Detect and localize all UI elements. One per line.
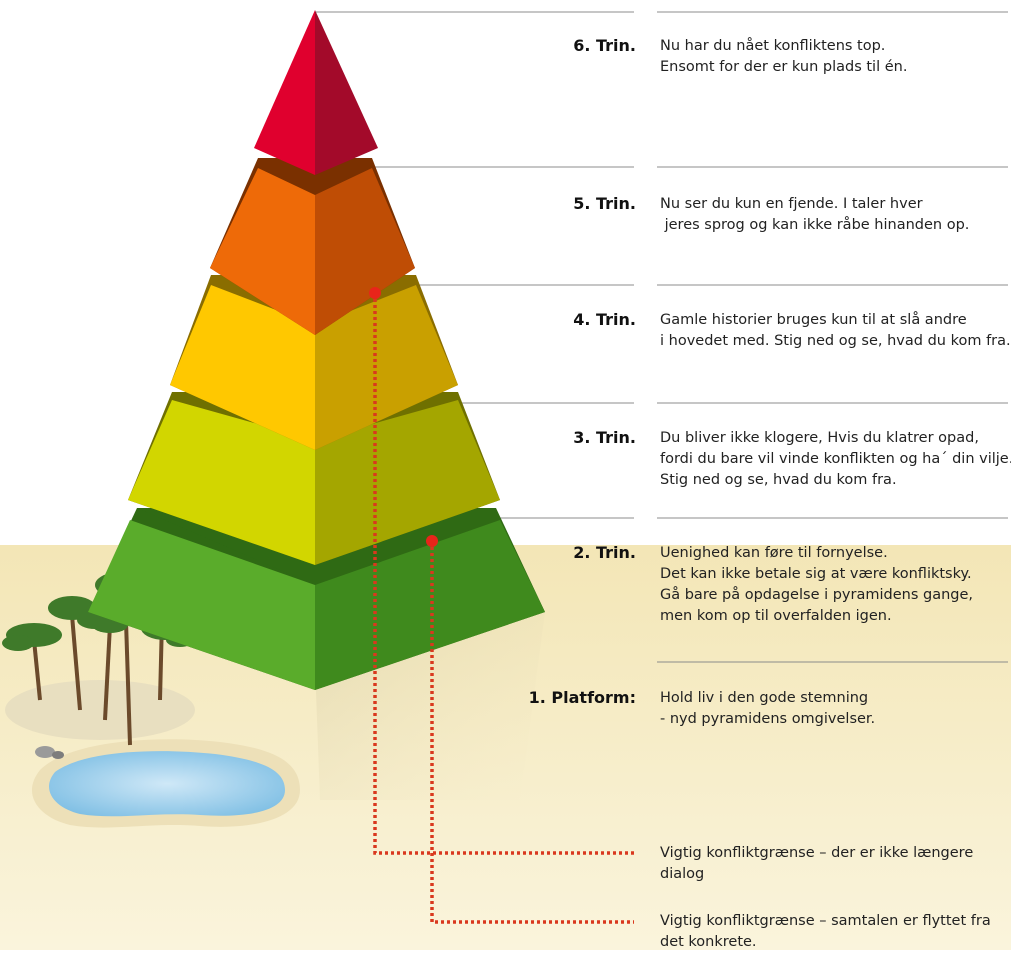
tier-1-description: Hold liv i den gode stemning - nyd pyram… (660, 690, 876, 727)
leader-lines-right (657, 11, 1008, 663)
boundary-upper-text: Vigtig konfliktgrænse – der er ikke læng… (660, 845, 974, 882)
grass-patch (5, 680, 195, 740)
tier-4-label: 4. Trin. (573, 310, 636, 329)
tier-2-description: Uenighed kan føre til fornyelse. Det kan… (660, 545, 974, 624)
leader-lines-left (316, 11, 634, 519)
tier-4-description: Gamle historier bruges kun til at slå an… (660, 312, 1011, 349)
tier-6-block (254, 10, 378, 175)
tier-6-label: 6. Trin. (573, 36, 636, 55)
tier-2-label: 2. Trin. (573, 543, 636, 562)
tier-6-description: Nu har du nået konfliktens top. Ensomt f… (660, 38, 908, 75)
rock-icon (52, 751, 64, 759)
boundary-lower-text: Vigtig konfliktgrænse – samtalen er flyt… (660, 913, 991, 950)
tier-5-block (210, 158, 415, 335)
tier-3-description: Du bliver ikke klogere, Hvis du klatrer … (660, 430, 1011, 488)
tier-3-label: 3. Trin. (573, 428, 636, 447)
boundary-line-lower (426, 535, 634, 924)
tier-3-block (128, 392, 500, 565)
tier-1-label: 1. Platform: (528, 688, 636, 707)
tier-5-label: 5. Trin. (573, 194, 636, 213)
tier-5-description: Nu ser du kun en fjende. I taler hver je… (660, 196, 970, 233)
boundary-line-upper (369, 287, 634, 855)
tier-4-block (170, 275, 458, 450)
rock-icon (35, 746, 55, 758)
pool-water (49, 751, 285, 817)
